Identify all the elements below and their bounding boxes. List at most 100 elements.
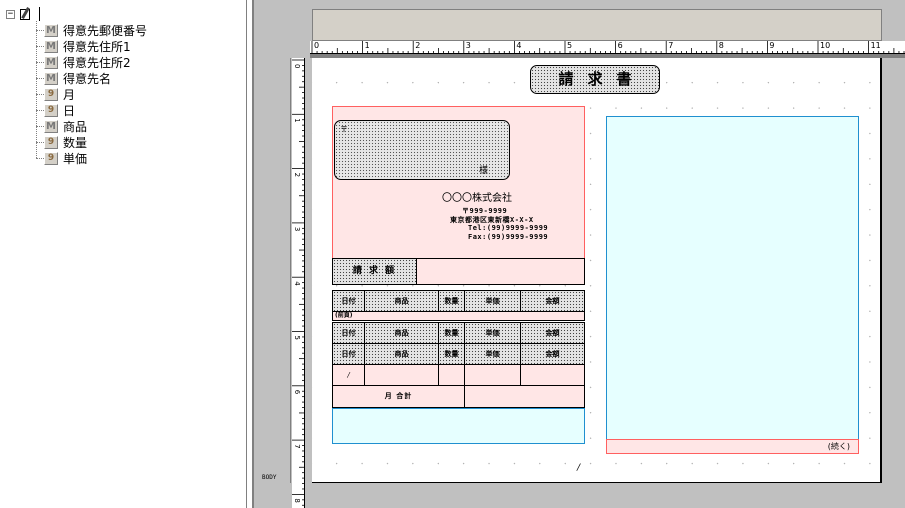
tree-item-unit-price[interactable]: 9 単価: [36, 150, 87, 166]
header-amount: 金額: [521, 323, 584, 343]
ruler-label: 2: [415, 41, 420, 50]
tree-item-label: 単価: [63, 151, 88, 166]
tree-item-customer-postal-code[interactable]: M 得意先郵便番号: [36, 22, 147, 38]
tree-root[interactable]: −: [6, 6, 40, 22]
header-product: 商品: [365, 344, 439, 364]
ruler-label: 1: [293, 118, 301, 122]
tree-connector: [36, 21, 37, 158]
continue-label[interactable]: (続く): [606, 439, 859, 454]
header-product: 商品: [365, 323, 439, 343]
tree-item-customer-name[interactable]: M 得意先名: [36, 70, 111, 86]
text-field-icon: M: [44, 119, 58, 133]
header-amount: 金額: [521, 344, 584, 364]
ruler-divider: [310, 54, 905, 58]
company-address[interactable]: 東京都港区東新橋X-X-X: [450, 216, 534, 224]
text-field-icon: M: [44, 23, 58, 37]
numeric-field-icon: 9: [44, 103, 58, 117]
company-fax[interactable]: Fax:(99)9999-9999: [468, 233, 549, 241]
tree-item-label: 数量: [63, 135, 88, 150]
ruler-label: 4: [516, 41, 521, 50]
numeric-field-icon: 9: [44, 151, 58, 165]
company-name[interactable]: 〇〇〇株式会社: [442, 193, 512, 204]
monthly-total-row[interactable]: 月 合計: [332, 385, 585, 408]
ruler-label: 11: [871, 41, 881, 50]
ruler-label: 0: [314, 41, 319, 50]
amount-row[interactable]: 請 求 額: [332, 258, 585, 285]
tree-item-month[interactable]: 9 月: [36, 86, 75, 102]
tree-item-label: 得意先住所1: [63, 39, 131, 54]
header-quantity: 数量: [439, 344, 465, 364]
page-number-field[interactable]: /: [577, 463, 581, 473]
tree-item-customer-address-2[interactable]: M 得意先住所2: [36, 54, 131, 70]
tree-item-product[interactable]: M 商品: [36, 118, 87, 134]
ruler-label: 10: [820, 41, 830, 50]
ruler-label: 1: [365, 41, 370, 50]
table-header-row[interactable]: 日付 商品 数量 単価 金額: [332, 343, 585, 365]
text-field-icon: M: [44, 39, 58, 53]
header-unit-price: 単価: [465, 344, 521, 364]
root-label-caret: [39, 7, 40, 21]
tree-item-day[interactable]: 9 日: [36, 102, 75, 118]
header-date: 日付: [333, 291, 365, 311]
header-date: 日付: [333, 323, 365, 343]
address-block[interactable]: 〒 様: [334, 120, 510, 180]
carry-over-label: (前頁): [335, 312, 353, 319]
report-canvas[interactable]: 請求書 〒 様 〇〇〇株式会社 〒999-9999 東京都港区東新橋X-X-X …: [312, 58, 882, 483]
monthly-total-value[interactable]: [465, 386, 584, 407]
invoice-title[interactable]: 請求書: [530, 65, 660, 94]
header-quantity: 数量: [439, 323, 465, 343]
page-header-band[interactable]: [312, 9, 882, 41]
postal-mark: 〒: [340, 125, 348, 134]
header-unit-price: 単価: [465, 291, 521, 311]
ruler-label: 4: [293, 281, 301, 286]
tree-item-label: 商品: [63, 119, 88, 134]
detail-unit-price[interactable]: [465, 365, 521, 385]
amount-value[interactable]: [417, 259, 584, 284]
tree-item-label: 得意先住所2: [63, 55, 131, 70]
ruler-label: 5: [293, 336, 301, 340]
honorific-label: 様: [479, 166, 489, 176]
report-icon: [18, 6, 33, 21]
header-product: 商品: [365, 291, 439, 311]
section-strip: [259, 58, 291, 483]
detail-product[interactable]: [365, 365, 439, 385]
company-postal[interactable]: 〒999-9999: [462, 207, 508, 215]
ruler-label: 7: [293, 444, 301, 448]
amount-label: 請 求 額: [333, 259, 417, 284]
text-field-icon: M: [44, 71, 58, 85]
tree-item-quantity[interactable]: 9 数量: [36, 134, 87, 150]
tree-item-customer-address-1[interactable]: M 得意先住所1: [36, 38, 131, 54]
right-detail-area[interactable]: [606, 116, 859, 443]
header-quantity: 数量: [439, 291, 465, 311]
table-header-row[interactable]: 日付 商品 数量 単価 金額: [332, 322, 585, 344]
field-tree-panel[interactable]: − M 得意先郵便番号 M 得意先住所1 M 得意先住所2 M 得意先名 9 月…: [0, 0, 247, 508]
company-tel[interactable]: Tel:(99)9999-9999: [468, 224, 549, 232]
ruler-label: 2: [293, 173, 301, 177]
header-date: 日付: [333, 344, 365, 364]
detail-date[interactable]: /: [333, 365, 365, 385]
tree-item-label: 得意先郵便番号: [63, 23, 148, 38]
collapse-icon[interactable]: −: [6, 8, 15, 19]
detail-quantity[interactable]: [439, 365, 465, 385]
tree-item-label: 月: [63, 87, 76, 102]
left-footer-area[interactable]: [332, 408, 585, 444]
ruler-label: 6: [618, 41, 623, 50]
ruler-label: 3: [293, 227, 301, 231]
section-label: BODY: [262, 474, 277, 481]
numeric-field-icon: 9: [44, 87, 58, 101]
table-header-row[interactable]: 日付 商品 数量 単価 金額: [332, 290, 585, 312]
monthly-total-label: 月 合計: [333, 386, 465, 407]
detail-amount[interactable]: [521, 365, 584, 385]
ruler-label: 8: [719, 41, 724, 50]
ruler-label: 6: [293, 390, 301, 395]
ruler-label: 7: [668, 41, 673, 50]
carry-over-row[interactable]: (前頁): [332, 311, 585, 321]
ruler-label: 3: [466, 41, 471, 50]
detail-row[interactable]: /: [332, 364, 585, 386]
tree-item-label: 得意先名: [63, 71, 112, 86]
